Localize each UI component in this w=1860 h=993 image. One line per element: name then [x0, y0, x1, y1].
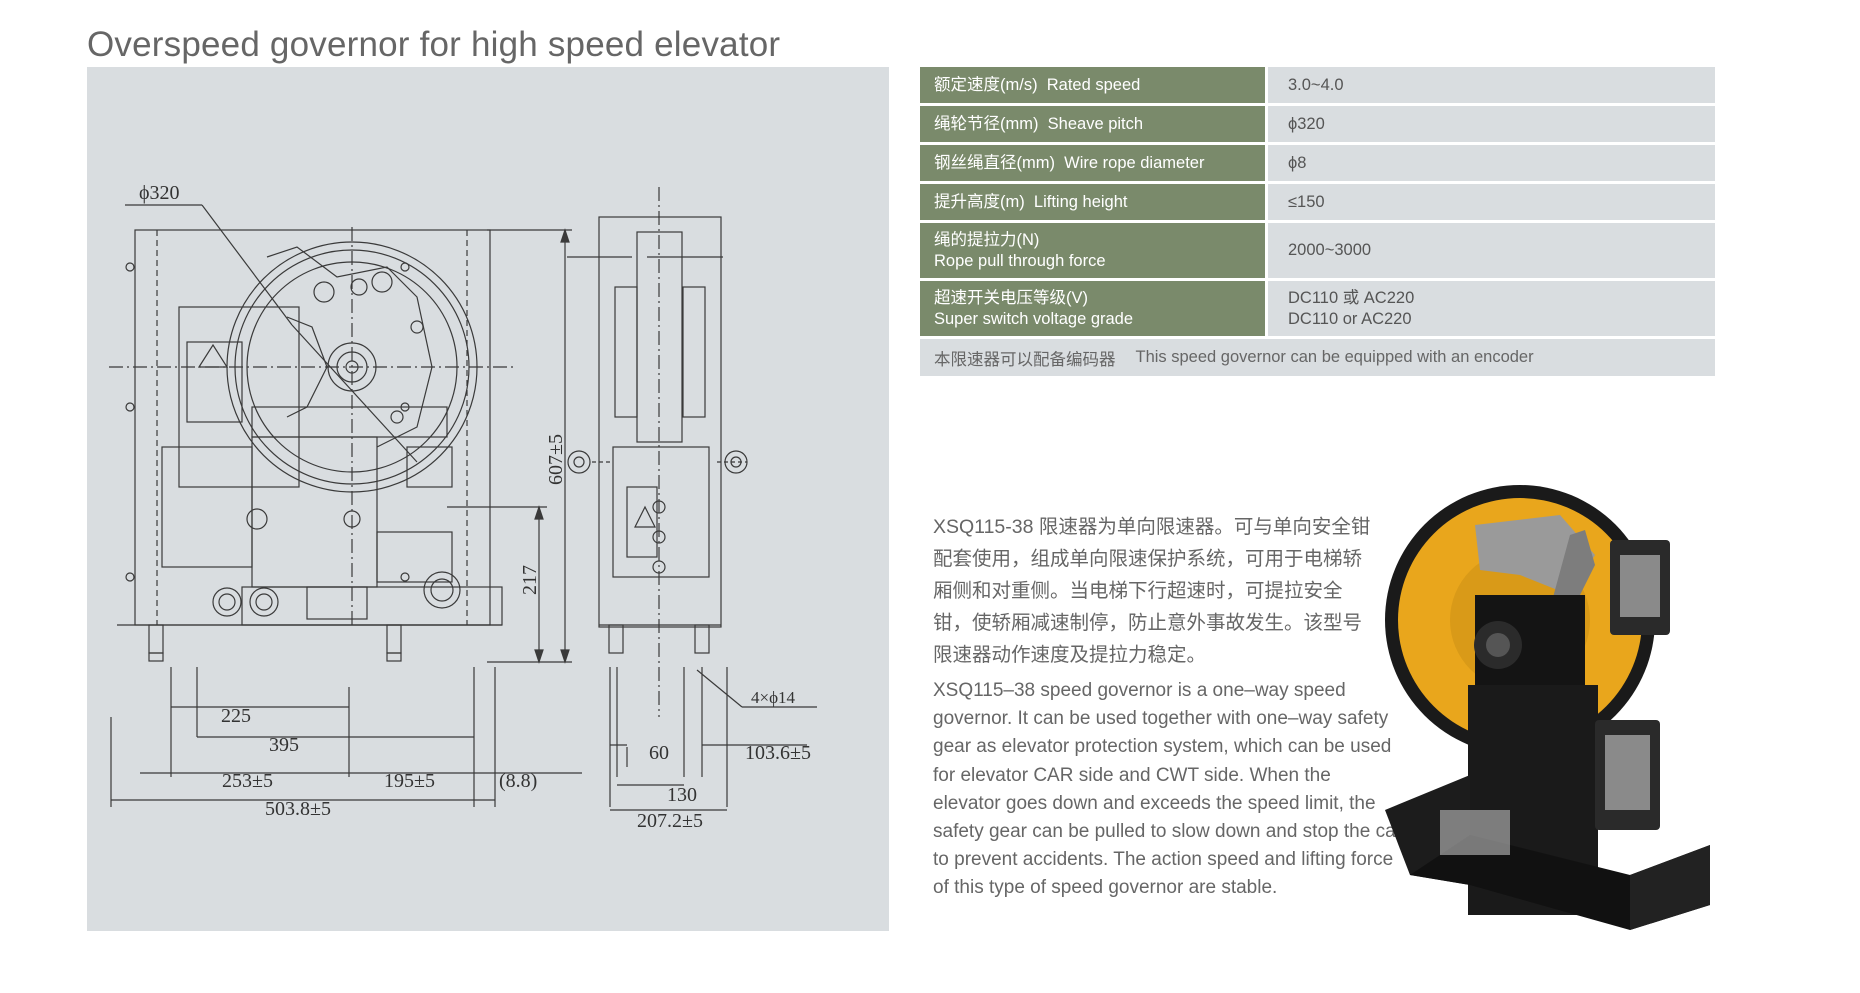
dim-207: 207.2±5 [637, 810, 703, 832]
dim-holes: 4×ϕ14 [751, 688, 796, 707]
spec-value: DC110 或 AC220 DC110 or AC220 [1268, 281, 1715, 336]
dim-height: 607±5 [545, 434, 567, 485]
spec-row-rope-pull: 绳的提拉力(N) Rope pull through force 2000~30… [920, 223, 1715, 278]
spec-value: 3.0~4.0 [1268, 67, 1715, 103]
spec-value: ϕ320 [1268, 106, 1715, 142]
dimension-labels: ϕ320 607±5 217 225 395 253±5 195±5 (8.8)… [139, 182, 811, 832]
dim-8-8: (8.8) [499, 770, 537, 792]
spec-table: 额定速度(m/s) Rated speed 3.0~4.0 绳轮节径(mm) S… [920, 67, 1715, 379]
spec-label: 绳的提拉力(N) Rope pull through force [920, 223, 1265, 278]
front-view [109, 204, 582, 807]
spec-label: 钢丝绳直径(mm) Wire rope diameter [920, 145, 1265, 181]
description-en: XSQ115–38 speed governor is a one–way sp… [933, 680, 1402, 899]
dim-sheave: ϕ320 [139, 182, 180, 204]
spec-label: 额定速度(m/s) Rated speed [920, 67, 1265, 103]
dim-503: 503.8±5 [265, 798, 331, 820]
spec-row-lifting-height: 提升高度(m) Lifting height ≤150 [920, 184, 1715, 220]
dim-225: 225 [221, 705, 251, 727]
side-view [567, 187, 817, 811]
spec-row-sheave-pitch: 绳轮节径(mm) Sheave pitch ϕ320 [920, 106, 1715, 142]
spec-label: 绳轮节径(mm) Sheave pitch [920, 106, 1265, 142]
dim-395: 395 [269, 734, 299, 756]
technical-drawing-panel: ϕ320 607±5 217 225 395 253±5 195±5 (8.8)… [87, 67, 889, 931]
dim-253: 253±5 [222, 770, 273, 792]
spec-row-wire-rope: 钢丝绳直径(mm) Wire rope diameter ϕ8 [920, 145, 1715, 181]
description-cn: XSQ115-38 限速器为单向限速器。可与单向安全钳配套使用，组成单向限速保护… [933, 516, 1371, 666]
page-title: Overspeed governor for high speed elevat… [87, 25, 781, 65]
dim-60: 60 [649, 742, 669, 764]
dim-217: 217 [519, 565, 541, 595]
spec-value: ϕ8 [1268, 145, 1715, 181]
dim-195: 195±5 [384, 770, 435, 792]
dim-130: 130 [667, 784, 697, 806]
spec-row-switch-voltage: 超速开关电压等级(V) Super switch voltage grade D… [920, 281, 1715, 336]
product-photo [1380, 455, 1720, 935]
dim-103: 103.6±5 [745, 742, 811, 764]
spec-value: ≤150 [1268, 184, 1715, 220]
spec-label: 超速开关电压等级(V) Super switch voltage grade [920, 281, 1265, 336]
spec-label: 提升高度(m) Lifting height [920, 184, 1265, 220]
spec-value: 2000~3000 [1268, 223, 1715, 278]
technical-drawing: ϕ320 607±5 217 225 395 253±5 195±5 (8.8)… [109, 182, 817, 832]
spec-row-rated-speed: 额定速度(m/s) Rated speed 3.0~4.0 [920, 67, 1715, 103]
governor-photo [1385, 485, 1710, 930]
